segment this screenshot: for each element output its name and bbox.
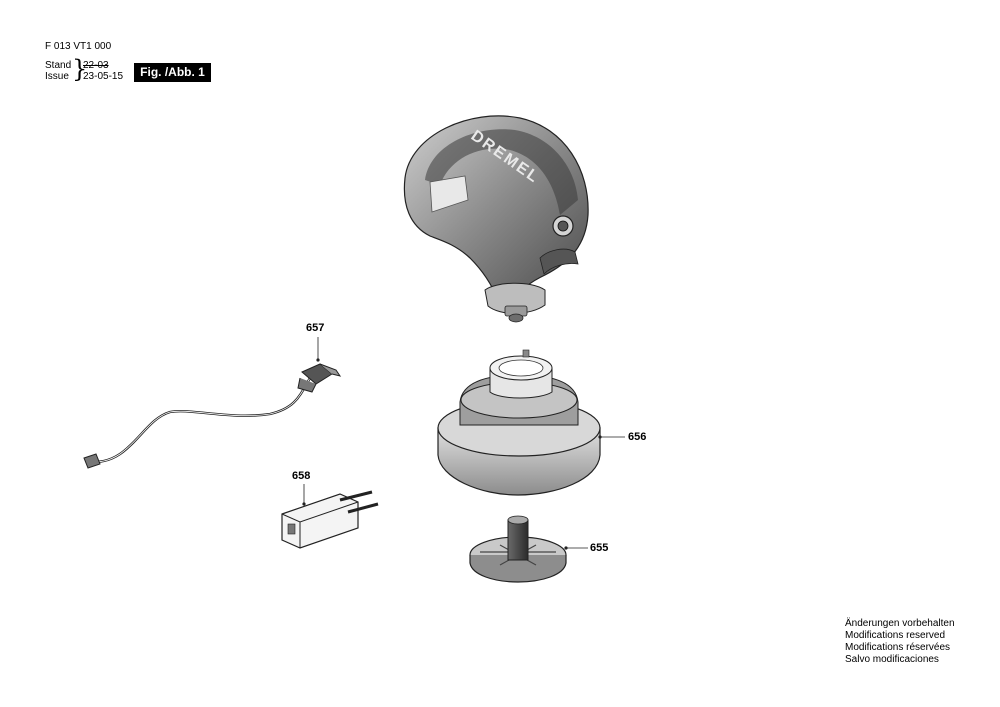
issue-date: 23-05-15 bbox=[83, 71, 124, 82]
base-insert bbox=[469, 515, 567, 583]
issue-label: Issue bbox=[45, 71, 69, 82]
brace-glyph: } bbox=[72, 55, 88, 83]
modification-notes: Änderungen vorbehalten Modifications res… bbox=[845, 618, 955, 666]
part-label-658: 658 bbox=[292, 470, 311, 482]
note-fr: Modifications réservées bbox=[845, 642, 951, 653]
power-adapter bbox=[281, 490, 379, 549]
stand-issue-dates: 22-03 23-05-15 bbox=[83, 60, 123, 82]
leader-lines bbox=[302, 337, 625, 550]
note-es: Salvo modificaciones bbox=[845, 654, 939, 665]
note-de: Änderungen vorbehalten bbox=[845, 618, 955, 629]
part-label-655: 655 bbox=[590, 542, 609, 554]
part-label-656: 656 bbox=[628, 431, 647, 443]
figure-badge: Fig. /Abb. 1 bbox=[134, 63, 211, 82]
stand-label: Stand bbox=[45, 60, 72, 71]
document-number: F 013 VT1 000 bbox=[45, 41, 112, 52]
tool-head: DREMEL bbox=[403, 115, 589, 323]
stand-issue-labels: Stand Issue bbox=[45, 60, 71, 82]
charging-base bbox=[437, 349, 601, 496]
note-en: Modifications reserved bbox=[845, 630, 946, 641]
part-label-657: 657 bbox=[306, 322, 325, 334]
usb-cable bbox=[83, 363, 342, 469]
stand-date: 22-03 bbox=[83, 60, 109, 71]
